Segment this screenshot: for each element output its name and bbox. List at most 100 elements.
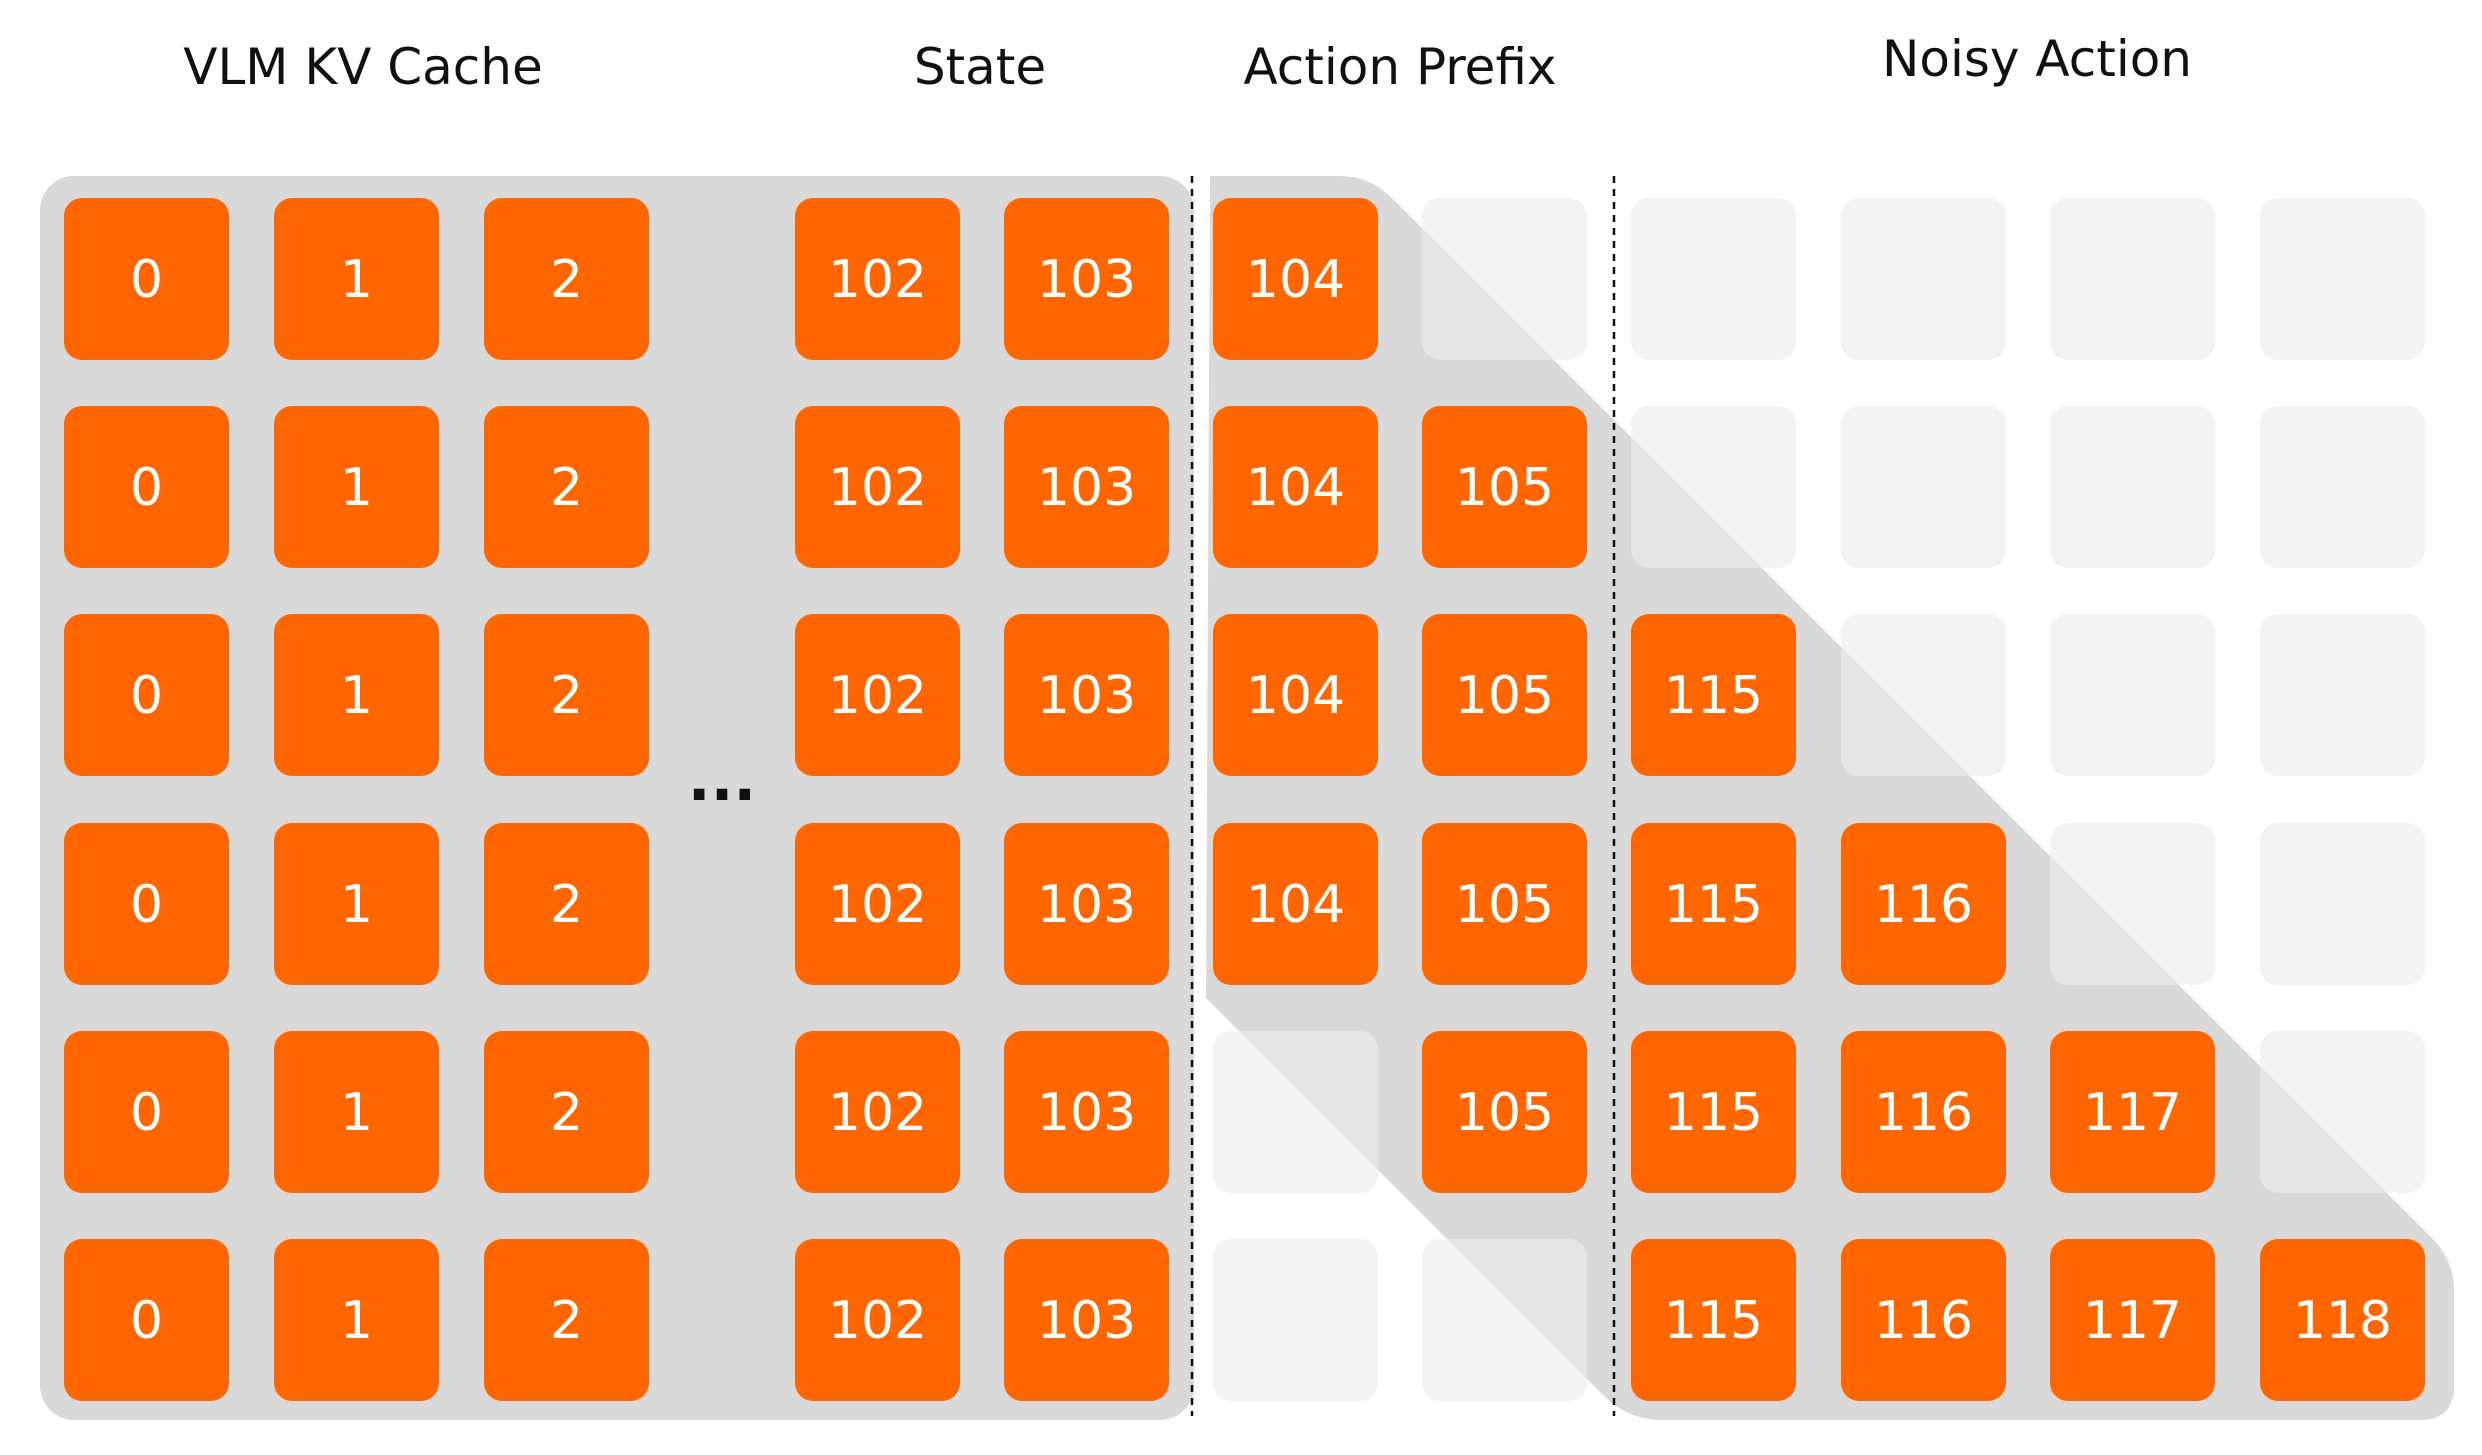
token-index-label: 1 xyxy=(340,875,373,935)
token-cell-box xyxy=(795,1239,960,1401)
masked-cell xyxy=(1631,198,1796,360)
token-cell: 105 xyxy=(1422,1031,1587,1193)
token-index-label: 104 xyxy=(1246,458,1345,518)
token-cell-box xyxy=(1631,823,1796,985)
token-cell-box xyxy=(2050,1031,2215,1193)
token-cell: 117 xyxy=(2050,1031,2215,1193)
token-index-label: 0 xyxy=(130,666,163,726)
token-index-label: 116 xyxy=(1874,1291,1973,1351)
token-cell: 103 xyxy=(1004,406,1169,568)
token-cell: 105 xyxy=(1422,406,1587,568)
masked-cell-box xyxy=(1213,1031,1378,1193)
token-index-label: 1 xyxy=(340,1083,373,1143)
masked-cell xyxy=(1213,1031,1378,1193)
token-cell: 116 xyxy=(1841,1031,2006,1193)
token-index-label: 1 xyxy=(340,250,373,310)
token-cell-box xyxy=(1004,823,1169,985)
token-cell-box xyxy=(1841,1031,2006,1193)
masked-cell xyxy=(1841,198,2006,360)
token-cell: 0 xyxy=(64,406,229,568)
token-cell: 103 xyxy=(1004,614,1169,776)
token-index-label: 104 xyxy=(1246,666,1345,726)
token-cell: 0 xyxy=(64,1239,229,1401)
token-cell-box xyxy=(484,823,649,985)
token-cell: 1 xyxy=(274,614,439,776)
token-cell-box xyxy=(274,614,439,776)
token-index-label: 105 xyxy=(1455,458,1554,518)
header-state: State xyxy=(914,38,1046,96)
token-index-label: 102 xyxy=(828,1083,927,1143)
token-index-label: 102 xyxy=(828,250,927,310)
token-cell: 117 xyxy=(2050,1239,2215,1401)
token-index-label: 117 xyxy=(2083,1291,2182,1351)
token-cell-box xyxy=(274,406,439,568)
masked-cell xyxy=(1841,406,2006,568)
token-cell: 0 xyxy=(64,823,229,985)
masked-cell xyxy=(2260,614,2425,776)
token-index-label: 102 xyxy=(828,875,927,935)
token-cell: 104 xyxy=(1213,823,1378,985)
masked-cell xyxy=(2260,198,2425,360)
token-cell-box xyxy=(274,1031,439,1193)
token-index-label: 103 xyxy=(1037,875,1136,935)
token-cell-box xyxy=(484,1239,649,1401)
token-cell: 115 xyxy=(1631,1239,1796,1401)
token-index-label: 2 xyxy=(550,458,583,518)
token-cell: 105 xyxy=(1422,823,1587,985)
masked-cell-box xyxy=(2260,1031,2425,1193)
token-cell-box xyxy=(1422,406,1587,568)
token-cell: 116 xyxy=(1841,823,2006,985)
token-cell: 118 xyxy=(2260,1239,2425,1401)
token-index-label: 0 xyxy=(130,458,163,518)
header-noisy-action: Noisy Action xyxy=(1882,30,2192,88)
token-cell-box xyxy=(1004,1031,1169,1193)
token-cell: 102 xyxy=(795,1031,960,1193)
token-cell: 104 xyxy=(1213,406,1378,568)
token-index-label: 115 xyxy=(1664,875,1763,935)
token-cell: 2 xyxy=(484,614,649,776)
token-index-label: 0 xyxy=(130,1291,163,1351)
masked-cell xyxy=(1422,1239,1587,1401)
token-index-label: 117 xyxy=(2083,1083,2182,1143)
token-cell-box xyxy=(64,823,229,985)
masked-cell-box xyxy=(2260,823,2425,985)
token-index-label: 105 xyxy=(1455,875,1554,935)
token-cell: 1 xyxy=(274,823,439,985)
masked-cell-box xyxy=(1841,614,2006,776)
masked-cell-box xyxy=(1631,198,1796,360)
token-index-label: 102 xyxy=(828,458,927,518)
token-index-label: 0 xyxy=(130,875,163,935)
token-index-label: 1 xyxy=(340,458,373,518)
token-cell: 2 xyxy=(484,1031,649,1193)
token-index-label: 102 xyxy=(828,666,927,726)
token-index-label: 2 xyxy=(550,1083,583,1143)
token-cell: 105 xyxy=(1422,614,1587,776)
token-cell: 0 xyxy=(64,1031,229,1193)
token-index-label: 103 xyxy=(1037,250,1136,310)
token-cell-box xyxy=(1004,406,1169,568)
token-cell: 102 xyxy=(795,823,960,985)
token-index-label: 115 xyxy=(1664,1291,1763,1351)
token-cell-box xyxy=(795,198,960,360)
token-cell-box xyxy=(274,823,439,985)
token-index-label: 115 xyxy=(1664,666,1763,726)
token-cell-box xyxy=(64,1239,229,1401)
masked-cell-box xyxy=(2050,406,2215,568)
token-index-label: 103 xyxy=(1037,458,1136,518)
masked-cell-box xyxy=(2260,614,2425,776)
token-index-label: 104 xyxy=(1246,250,1345,310)
token-cell-box xyxy=(1631,1031,1796,1193)
token-cell-box xyxy=(2260,1239,2425,1401)
masked-cell xyxy=(1841,614,2006,776)
token-index-label: 2 xyxy=(550,666,583,726)
masked-cell-box xyxy=(1841,406,2006,568)
token-cell-box xyxy=(1004,614,1169,776)
token-cell-box xyxy=(2050,1239,2215,1401)
masked-cell xyxy=(2050,406,2215,568)
token-cell: 1 xyxy=(274,1031,439,1193)
masked-cell xyxy=(2050,198,2215,360)
token-cell-box xyxy=(1213,823,1378,985)
token-cell: 1 xyxy=(274,1239,439,1401)
token-cell-box xyxy=(1422,1031,1587,1193)
masked-cell-box xyxy=(2260,198,2425,360)
